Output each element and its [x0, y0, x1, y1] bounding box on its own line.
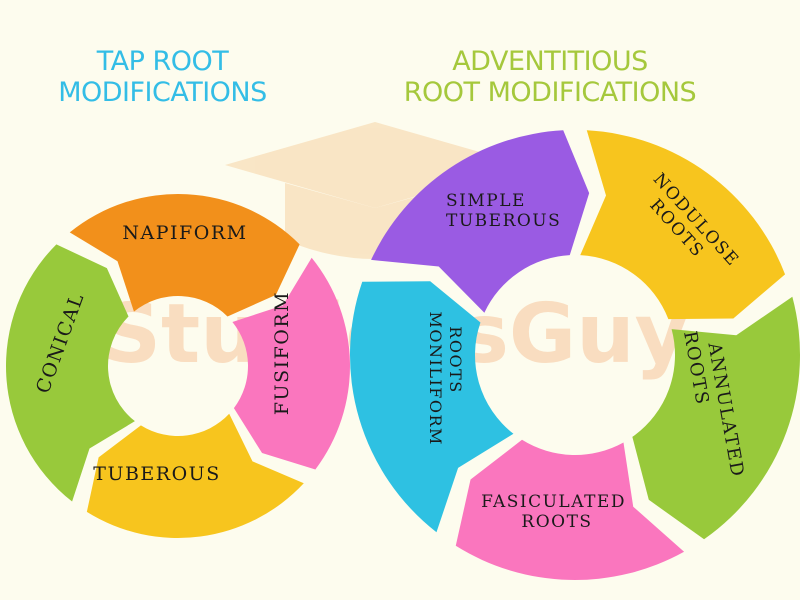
label-fasiculated-roots: FASICULATED ROOTS [481, 492, 633, 532]
segment-annulated-roots [632, 296, 800, 540]
segment-fasiculated-roots [455, 439, 685, 580]
segment-tuberous [86, 413, 304, 538]
adventitious-root-ring [349, 130, 800, 580]
adventitious-root-title-line2: ROOT MODIFICATIONS [403, 77, 697, 108]
label-simple-tuberous-line1: SIMPLE [446, 191, 526, 211]
adventitious-root-title: ADVENTITIOUS ROOT MODIFICATIONS [375, 46, 725, 108]
segment-moniliform-roots [349, 281, 514, 533]
label-moniliform-roots-line2: ROOTS [446, 326, 465, 393]
segment-simple-tuberous [371, 130, 590, 313]
tap-root-title: TAP ROOT MODIFICATIONS [0, 46, 325, 108]
segment-fusiform [232, 257, 351, 470]
tap-root-ring [6, 193, 351, 538]
label-simple-tuberous-line2: TUBEROUS [446, 211, 561, 231]
tap-root-title-line2: MODIFICATIONS [58, 77, 267, 108]
label-moniliform-roots: MONILIFORM ROOTS [426, 311, 465, 452]
label-tuberous: TUBEROUS [93, 463, 220, 485]
label-fusiform: FUSIFORM [271, 291, 293, 415]
label-fasiculated-roots-line1: FASICULATED [481, 492, 626, 512]
segment-nodulose-roots [580, 130, 786, 320]
label-simple-tuberous: SIMPLE TUBEROUS [446, 191, 561, 231]
segment-napiform [69, 193, 300, 317]
label-fasiculated-roots-line2: ROOTS [521, 512, 592, 532]
label-napiform: NAPIFORM [122, 222, 247, 244]
tap-root-title-line1: TAP ROOT [96, 46, 229, 77]
segment-conical [6, 244, 135, 502]
label-moniliform-roots-line1: MONILIFORM [426, 311, 445, 445]
adventitious-root-title-line1: ADVENTITIOUS [452, 46, 648, 77]
